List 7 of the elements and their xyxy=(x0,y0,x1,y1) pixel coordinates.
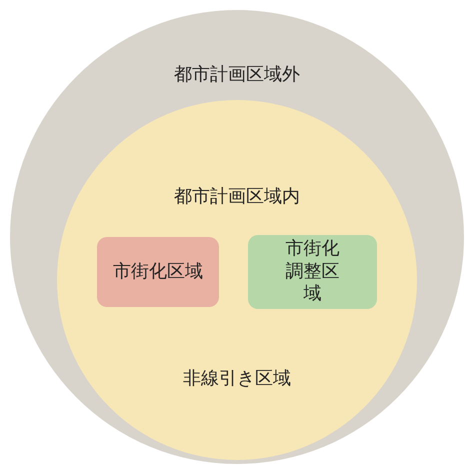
zone-panel xyxy=(97,237,219,307)
region-label: 非線引き区域 xyxy=(182,367,292,390)
region-label: 都市計画区域内 xyxy=(173,185,301,208)
region-label: 市街化調整区域 xyxy=(284,238,340,306)
zone-panel xyxy=(248,235,377,309)
region-label: 市街化区域 xyxy=(113,260,203,284)
region-label: 都市計画区域外 xyxy=(173,63,301,86)
